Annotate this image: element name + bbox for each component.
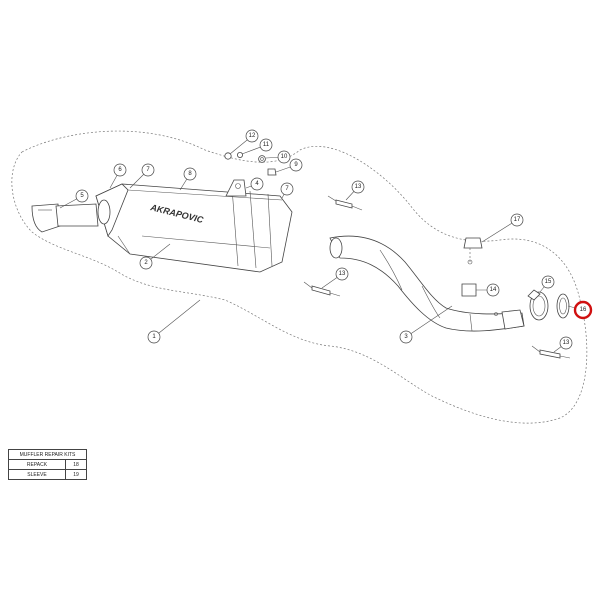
- repair-kit-name: SLEEVE: [8, 469, 66, 480]
- svg-text:15: 15: [545, 279, 552, 285]
- callout-11: 11: [259, 138, 273, 152]
- repair-kit-number: 18: [65, 459, 87, 470]
- svg-text:3: 3: [404, 334, 408, 340]
- callout-12: 12: [245, 129, 259, 143]
- table-row: REPACK 18: [8, 459, 87, 470]
- part-muffler-body: [95, 183, 293, 273]
- svg-text:8: 8: [188, 171, 192, 177]
- muffler-repair-kits-table: MUFFLER REPAIR KITS REPACK 18 SLEEVE 19: [8, 449, 87, 480]
- svg-text:6: 6: [118, 167, 122, 173]
- svg-text:4: 4: [255, 181, 259, 187]
- callout-13-middle: 13: [335, 267, 349, 281]
- repair-kit-name: REPACK: [8, 459, 66, 470]
- part-gasket: [556, 293, 570, 319]
- part-end-cap: [31, 203, 99, 233]
- callout-7-left: 7: [141, 163, 155, 177]
- table-row: SLEEVE 19: [8, 469, 87, 480]
- svg-text:7: 7: [146, 167, 150, 173]
- callout-3: 3: [399, 330, 413, 344]
- svg-text:13: 13: [355, 184, 362, 190]
- callout-10: 10: [277, 150, 291, 164]
- svg-text:5: 5: [80, 193, 84, 199]
- callout-17: 17: [510, 213, 524, 227]
- part-link-pipe: [329, 235, 525, 332]
- svg-text:10: 10: [281, 154, 288, 160]
- callout-9: 9: [289, 158, 303, 172]
- repair-kit-number: 19: [65, 469, 87, 480]
- part-springs: [303, 195, 571, 359]
- callout-1: 1: [147, 330, 161, 344]
- svg-text:13: 13: [563, 340, 570, 346]
- callout-5: 5: [75, 189, 89, 203]
- part-mounting-bracket: [225, 179, 247, 197]
- svg-text:9: 9: [294, 162, 298, 168]
- svg-text:17: 17: [514, 217, 521, 223]
- part-pipe-tab: [461, 283, 477, 297]
- callout-6: 6: [113, 163, 127, 177]
- svg-text:2: 2: [144, 260, 148, 266]
- svg-text:7: 7: [285, 186, 289, 192]
- svg-text:12: 12: [249, 133, 256, 139]
- callout-7-right: 7: [280, 182, 294, 196]
- svg-text:14: 14: [490, 287, 497, 293]
- callout-2: 2: [139, 256, 153, 270]
- kit-boundary-outline: [11, 130, 588, 424]
- callout-16-highlighted: 16: [573, 300, 593, 320]
- callout-8: 8: [183, 167, 197, 181]
- callout-15: 15: [541, 275, 555, 289]
- part-clamp: [527, 289, 549, 321]
- callout-4: 4: [250, 177, 264, 191]
- callout-14: 14: [486, 283, 500, 297]
- repair-kits-title: MUFFLER REPAIR KITS: [8, 449, 87, 460]
- part-hanger: [463, 237, 483, 265]
- part-small-hardware: [224, 151, 277, 176]
- svg-text:13: 13: [339, 271, 346, 277]
- svg-text:16: 16: [580, 307, 587, 313]
- svg-text:11: 11: [263, 142, 270, 148]
- callout-13-bottom: 13: [559, 336, 573, 350]
- callout-13-top: 13: [351, 180, 365, 194]
- svg-text:1: 1: [152, 334, 156, 340]
